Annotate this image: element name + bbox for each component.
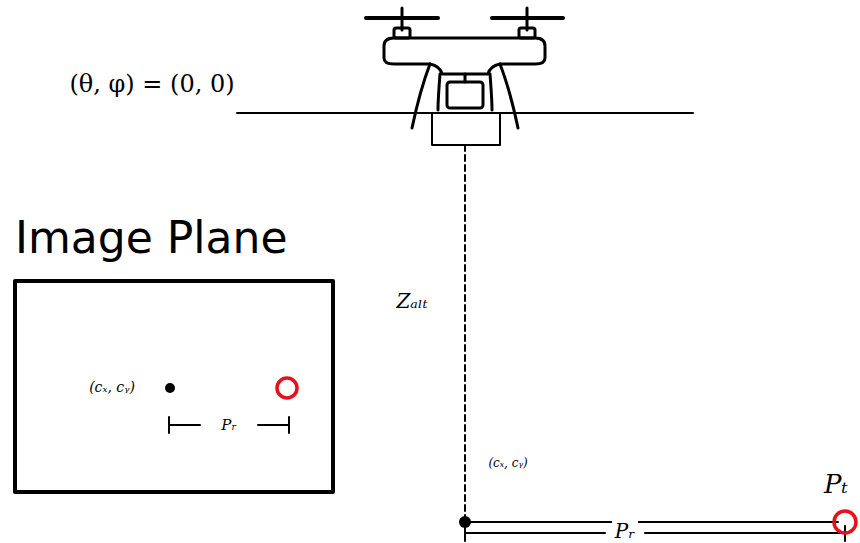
target-label: Pₜ <box>824 471 848 497</box>
distance-bracket <box>465 532 605 534</box>
distance-bracket <box>168 417 170 433</box>
distance-bracket <box>169 424 200 426</box>
altitude-line <box>464 145 466 520</box>
distance-label: Pᵣ <box>612 521 638 541</box>
image-plane-heading: Image Plane <box>15 214 287 262</box>
target-marker <box>277 378 297 398</box>
landing-leg <box>490 74 492 110</box>
center-point <box>459 516 471 528</box>
distance-label: Pᵣ <box>221 418 236 433</box>
ground-line <box>465 521 838 523</box>
gimbal-arm <box>464 74 467 82</box>
image-plane: Image Plane <box>15 214 287 262</box>
landing-leg <box>412 64 430 128</box>
landing-leg <box>438 74 440 110</box>
attitude-label: (θ, φ) = (0, 0) <box>69 72 234 96</box>
distance-bracket <box>258 424 289 426</box>
target-marker <box>834 511 856 533</box>
image-plane-frame <box>15 281 333 492</box>
camera <box>447 82 483 108</box>
center-label: (cₓ, cᵧ) <box>89 380 135 394</box>
distance-bracket <box>464 526 466 541</box>
camera-housing <box>432 113 500 145</box>
distance-bracket <box>645 532 845 534</box>
landing-leg <box>500 64 518 128</box>
center-point <box>165 383 175 393</box>
altitude-label: Zₐₗₜ <box>396 291 427 311</box>
center-label: (cₓ, cᵧ) <box>488 457 527 469</box>
drone-body <box>384 38 545 74</box>
distance-bracket <box>288 417 290 433</box>
